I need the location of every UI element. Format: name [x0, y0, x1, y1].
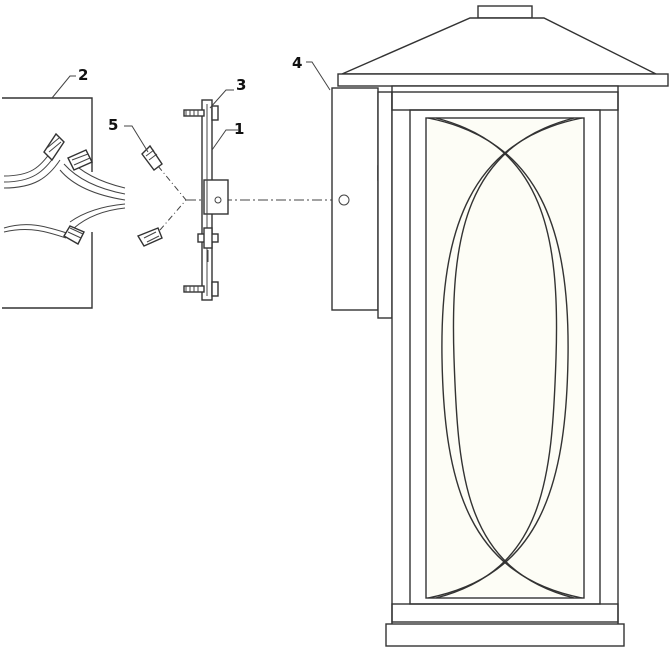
wire-nut-icon [67, 149, 93, 171]
wire-bundle [3, 149, 126, 239]
callout-4-label: 4 [292, 54, 302, 72]
wire-nut-icon [43, 132, 65, 162]
callout-3-label: 3 [236, 76, 246, 94]
screw-icon [141, 144, 163, 171]
callout-1-label: 1 [234, 120, 244, 138]
callout-2-label: 2 [78, 66, 88, 84]
callout-leaders [51, 61, 331, 153]
mounting-screw-icon [183, 105, 219, 121]
wire-nut-icon [63, 225, 85, 245]
fixture-backplate [331, 87, 395, 319]
junction-box [2, 97, 126, 309]
screw-icon [136, 227, 163, 247]
mounting-bracket [201, 99, 229, 301]
mounting-screw-icon [183, 281, 219, 297]
nut-icon [197, 227, 219, 262]
callout-5-label: 5 [108, 116, 118, 134]
lantern-fixture [337, 5, 669, 647]
